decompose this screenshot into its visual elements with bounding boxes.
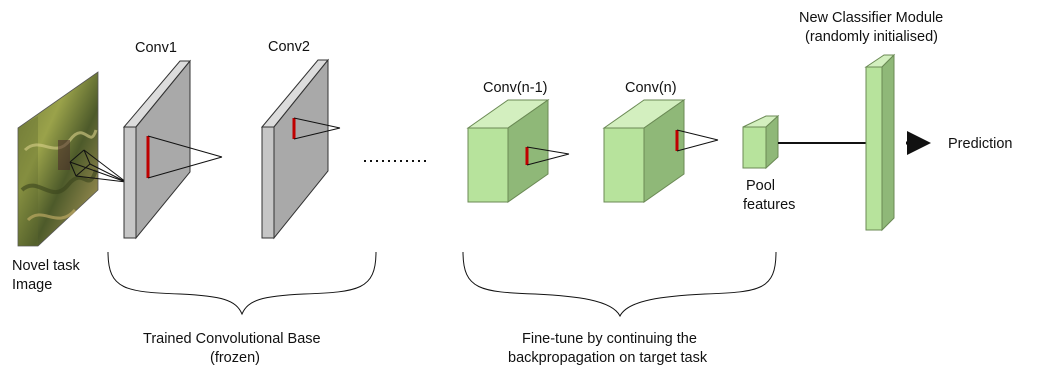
- classifier-module: [864, 53, 896, 232]
- conv1-layer: [122, 59, 223, 240]
- input-image: [17, 71, 127, 247]
- pool-label-line2: features: [743, 197, 795, 213]
- input-label-line2: Image: [12, 277, 52, 293]
- conv-n-minus-1-layer: [466, 99, 570, 203]
- conv2-label: Conv2: [268, 39, 310, 55]
- left-brace: [107, 251, 377, 316]
- pool-label-line1: Pool: [746, 178, 775, 194]
- right-brace: [462, 251, 777, 318]
- left-brace-label-line1: Trained Convolutional Base: [143, 331, 321, 347]
- prediction-label: Prediction: [948, 136, 1012, 152]
- input-label-line1: Novel task: [12, 258, 80, 274]
- classifier-label-line1: New Classifier Module: [799, 10, 943, 26]
- right-brace-label-line1: Fine-tune by continuing the: [522, 331, 697, 347]
- left-brace-label-line2: (frozen): [210, 350, 260, 366]
- right-brace-label-line2: backpropagation on target task: [508, 350, 708, 366]
- pool-features-block: [742, 114, 780, 170]
- conv-n-minus-1-label: Conv(n-1): [483, 80, 547, 96]
- conv2-layer: [260, 58, 341, 240]
- classifier-label-line2: (randomly initialised): [805, 29, 938, 45]
- conv-n-layer: [602, 99, 719, 203]
- conv-n-label: Conv(n): [625, 80, 677, 96]
- conv1-label: Conv1: [135, 40, 177, 56]
